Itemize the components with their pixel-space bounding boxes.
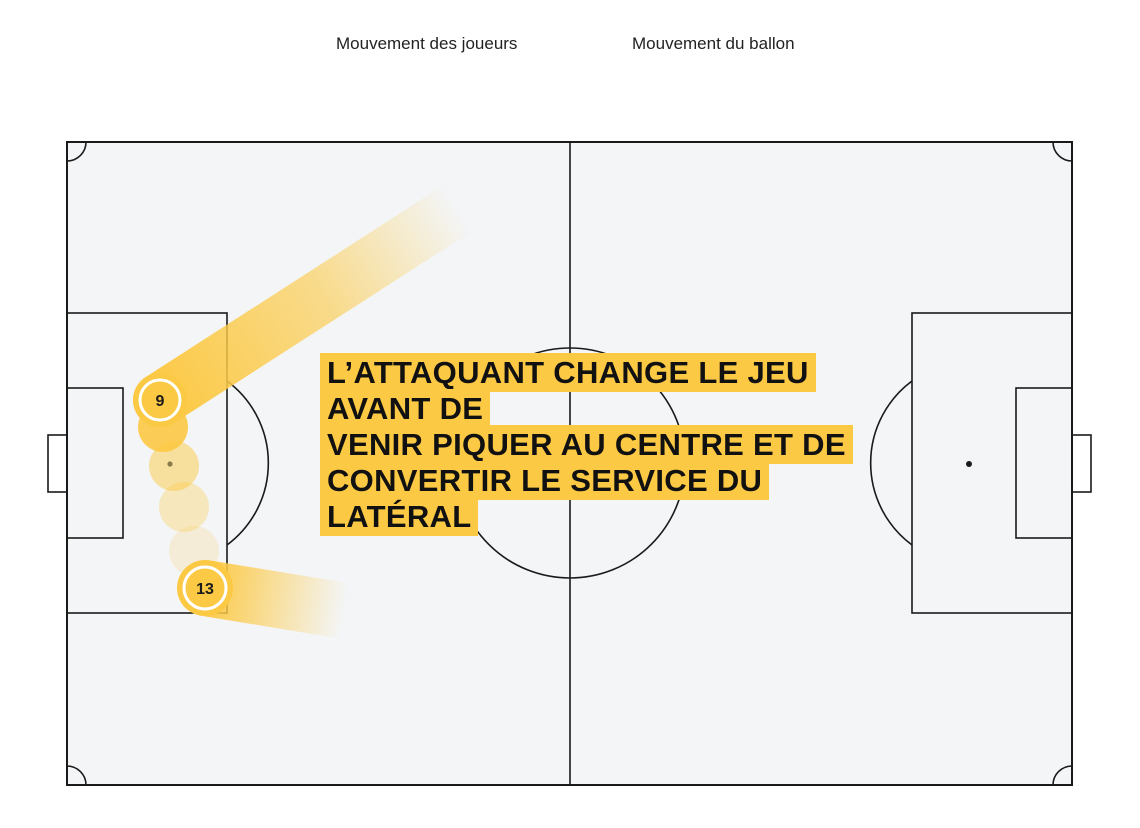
pitch-markings <box>47 141 1092 786</box>
player-marker-13[interactable]: 13 <box>177 560 233 616</box>
corner-arc-top-right <box>1052 141 1073 162</box>
right-goal <box>1071 434 1092 493</box>
annotation-caption: L’ATTAQUANT CHANGE LE JEU AVANT DE VENIR… <box>320 353 880 536</box>
left-penalty-spot <box>167 461 173 467</box>
left-goal <box>47 434 68 493</box>
corner-arc-bottom-right <box>1052 765 1073 786</box>
player-number-label: 9 <box>156 393 165 410</box>
corner-arc-top-left <box>66 141 87 162</box>
legend-players-movement[interactable]: Mouvement des joueurs <box>336 34 518 53</box>
legend-ball-movement[interactable]: Mouvement du ballon <box>632 34 795 53</box>
player-9-run-trail <box>133 181 485 427</box>
ghost-position <box>159 482 209 532</box>
caption-line: VENIR PIQUER AU CENTRE ET DE <box>320 425 853 464</box>
player-marker-9[interactable]: 9 <box>133 373 187 427</box>
corner-arc-bottom-left <box>66 765 87 786</box>
ghost-position <box>149 441 199 491</box>
right-penalty-spot <box>966 461 972 467</box>
caption-line: CONVERTIR LE SERVICE DU LATÉRAL <box>320 461 770 536</box>
left-penalty-arc <box>226 380 270 546</box>
right-penalty-arc <box>869 380 913 546</box>
player-number-label: 13 <box>196 581 214 598</box>
caption-line: L’ATTAQUANT CHANGE LE JEU AVANT DE <box>320 353 816 428</box>
